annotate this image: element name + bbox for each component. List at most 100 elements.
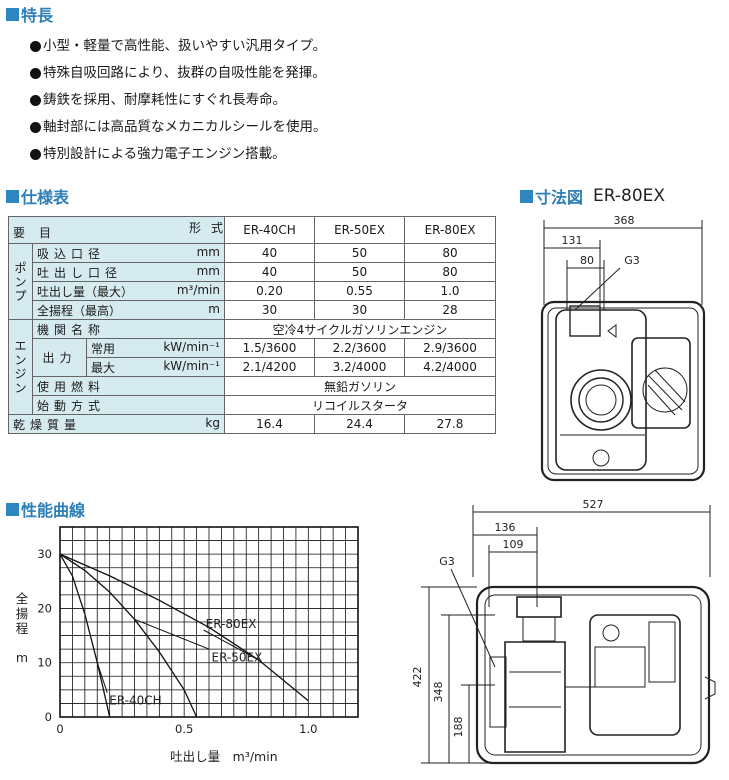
pump-group-label: ポンプ — [8, 243, 33, 320]
row-label: 吐出し量（最大） — [37, 284, 134, 299]
row-label: 吸込口径 — [37, 246, 106, 261]
row-label: 吐出し口径 — [37, 265, 123, 280]
series-line — [59, 553, 111, 718]
row-label: 使用燃料 — [37, 379, 106, 394]
cell: 28 — [404, 300, 496, 320]
row-label: 全揚程（最高） — [37, 303, 122, 318]
spec-corner-cell: 形式 要目 — [8, 216, 225, 244]
cell: 2.1/4200 — [224, 357, 315, 377]
cell: 1.5/3600 — [224, 338, 315, 358]
y-axis-label: 程 — [16, 621, 29, 636]
heading-square-icon — [520, 189, 533, 203]
cell: 80 — [404, 262, 496, 282]
feature-item: 鋳鉄を採用、耐摩耗性にすぐれ長寿命。 — [30, 87, 327, 114]
table-row: エンジン 機関名称 空冷4サイクルガソリンエンジン — [8, 319, 496, 415]
cell: 0.55 — [314, 281, 405, 301]
cell: 2.9/3600 — [404, 338, 496, 358]
y-tick-label: 20 — [37, 601, 52, 615]
table-row: 使用燃料 無鉛ガソリン — [9, 376, 496, 396]
features-heading: 特長 — [6, 2, 53, 26]
bullet-icon — [30, 149, 41, 160]
y-axis-label: 揚 — [16, 606, 29, 621]
x-tick-label: 0 — [56, 722, 63, 736]
model-label: 形式 — [189, 221, 223, 235]
row-unit: kW/min⁻¹ — [163, 339, 220, 354]
specs-title: 仕様表 — [21, 188, 70, 207]
series-leader-line — [134, 618, 210, 650]
front-port-label: G3 — [624, 254, 640, 267]
y-tick-label: 30 — [37, 547, 52, 561]
front-outlet-offset-dimension: 131 — [562, 234, 583, 247]
bullet-icon — [30, 122, 41, 133]
x-tick-label: 1.0 — [299, 722, 317, 736]
cell: 0.20 — [224, 281, 315, 301]
cell: 30 — [224, 300, 315, 320]
dimensions-model: ER-80EX — [593, 186, 666, 206]
side-height-dimension: 422 — [411, 667, 424, 688]
table-row: ポンプ 吸込口径 mm 40 50 80 — [8, 243, 496, 320]
series-leader-line — [96, 662, 108, 693]
cell: 40 — [224, 262, 315, 282]
cell: 27.8 — [404, 414, 496, 434]
cell: 50 — [314, 262, 405, 282]
side-view-drawing: 527 136 109 G3 422 348 188 — [411, 498, 716, 765]
cell: 24.4 — [314, 414, 405, 434]
feature-item: 特別設計による強力電子エンジン搭載。 — [30, 141, 327, 168]
front-view-drawing: 368 131 80 G3 — [540, 214, 706, 482]
row-unit: kW/min⁻¹ — [163, 358, 220, 373]
performance-title: 性能曲線 — [21, 501, 86, 520]
cell: 50 — [314, 243, 405, 263]
cell: 30 — [314, 300, 405, 320]
series-label: ER-50EX — [212, 650, 263, 664]
y-axis-unit: m — [16, 650, 28, 665]
cell: 無鉛ガソリン — [224, 376, 496, 396]
model-header: ER-50EX — [314, 216, 405, 244]
row-label: 乾燥質量 — [13, 417, 82, 432]
row-unit: m — [208, 301, 220, 316]
spec-table: 形式 要目 ER-40CH ER-50EX ER-80EX ポンプ 吸込口径mm… — [8, 216, 496, 434]
side-port-label: G3 — [439, 555, 455, 568]
feature-item: 小型・軽量で高性能、扱いやすい汎用タイプ。 — [30, 33, 327, 60]
model-header: ER-80EX — [404, 216, 496, 244]
cell: 40 — [224, 243, 315, 263]
specs-heading: 仕様表 — [6, 184, 69, 208]
table-row: 始動方式 リコイルスタータ — [9, 395, 496, 415]
heading-square-icon — [6, 502, 19, 516]
side-outlet-offset-dimension: 136 — [495, 521, 516, 534]
side-inlet-height-dimension: 188 — [452, 717, 465, 738]
bullet-icon — [30, 68, 41, 79]
bullet-icon — [30, 41, 41, 52]
table-row: 全揚程（最高） m 30 30 28 — [9, 300, 496, 320]
feature-item: 特殊自吸回路により、抜群の自吸性能を発揮。 — [30, 60, 327, 87]
performance-heading: 性能曲線 — [6, 497, 85, 521]
cell: 80 — [404, 243, 496, 263]
chart-grid — [59, 526, 359, 718]
x-tick-label: 0.5 — [175, 722, 193, 736]
dimensions-heading: 寸法図 ER-80EX — [520, 184, 665, 208]
row-unit: mm — [196, 244, 220, 259]
spec-header-row: 形式 要目 ER-40CH ER-50EX ER-80EX — [8, 216, 496, 244]
cell: 1.0 — [404, 281, 496, 301]
cell: リコイルスタータ — [224, 395, 496, 415]
series-label: ER-80EX — [206, 617, 257, 631]
row-label: 始動方式 — [37, 398, 106, 413]
x-axis-label: 吐出し量 m³/min — [170, 749, 277, 764]
side-length-dimension: 527 — [583, 498, 604, 511]
feature-item: 軸封部には高品質なメカニカルシールを使用。 — [30, 114, 327, 141]
engine-group-label: エンジン — [8, 319, 33, 415]
row-unit: kg — [205, 415, 220, 430]
series-leader-line — [203, 629, 259, 661]
cell: 4.2/4000 — [404, 357, 496, 377]
row-label: 機関名称 — [37, 322, 106, 337]
y-axis-label: 全 — [16, 591, 29, 606]
dimensions-title: 寸法図 — [535, 188, 584, 207]
y-tick-label: 10 — [37, 656, 52, 670]
bullet-icon — [30, 95, 41, 106]
series-line — [59, 553, 309, 702]
row-unit: m³/min — [176, 282, 220, 297]
row-unit: mm — [196, 263, 220, 278]
